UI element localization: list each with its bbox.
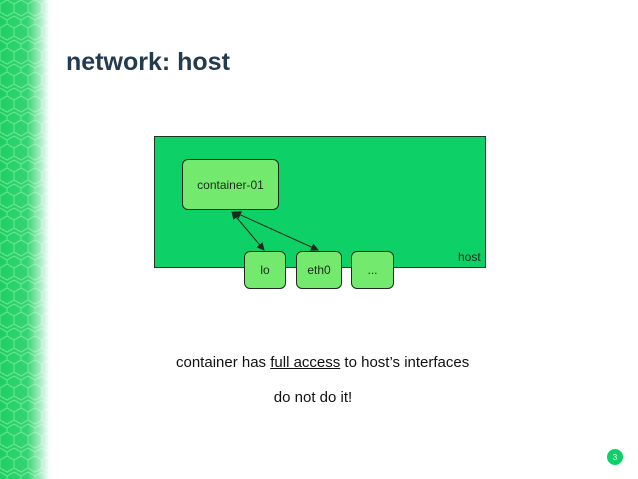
- lo-label: lo: [260, 263, 270, 277]
- caption-before: container has: [176, 354, 271, 371]
- caption: container has full access to host’s inte…: [176, 354, 469, 371]
- slide-title: network: host: [66, 48, 230, 76]
- caption-emphasis: full access: [270, 354, 341, 371]
- warning-text: do not do it!: [273, 389, 353, 406]
- container-01-node: container-01: [182, 159, 279, 210]
- page-number: 3: [612, 452, 618, 462]
- more-label: ...: [367, 263, 378, 277]
- lo-interface-node: lo: [244, 251, 286, 289]
- eth0-interface-node: eth0: [296, 251, 342, 289]
- more-interfaces-node: ...: [351, 251, 394, 289]
- caption-after: to host’s interfaces: [340, 354, 470, 371]
- container-01-label: container-01: [197, 177, 264, 192]
- page-number-badge: 3: [607, 449, 623, 465]
- eth0-label: eth0: [307, 263, 331, 277]
- hexagon-pattern-decoration: [0, 0, 50, 479]
- host-label: host: [458, 250, 481, 264]
- warning-text-row: do not do it!: [0, 389, 638, 406]
